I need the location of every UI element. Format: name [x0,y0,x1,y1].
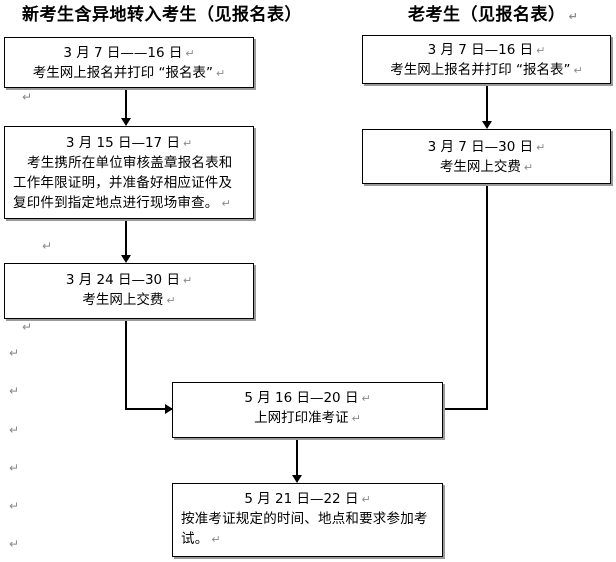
pilcrow-mark: ↵ [536,141,546,154]
pilcrow-mark: ↵ [182,274,193,287]
pilcrow-mark: ↵ [361,493,371,506]
connector-payment-to-print-horizontal [125,408,173,410]
box-print-admission-ticket: 5 月 16 日—20 日↵ 上网打印准考证↵ [172,382,443,438]
pilcrow-mark: ↵ [568,10,579,23]
arrowhead-down-icon [482,121,492,129]
connector-old-payment-to-print-horizontal [442,408,488,410]
box-old-candidate-online-payment-text: 考生网上交费↵ [439,159,534,175]
column-heading-old-candidates: 老考生（见报名表）↵ [408,4,578,26]
arrowhead-down-icon [121,118,131,126]
pilcrow-mark: ↵ [351,412,361,425]
pilcrow-mark: ↵ [22,90,33,104]
pilcrow-mark: ↵ [166,294,176,307]
pilcrow-mark: ↵ [185,47,195,60]
pilcrow-mark: ↵ [9,423,20,437]
arrowhead-down-icon [121,255,131,263]
box-old-candidate-registration-date: 3 月 7 日—16 日↵ [427,42,546,58]
pilcrow-mark: ↵ [361,392,371,405]
box-new-candidate-onsite-review-date: 3 月 15 日—17 日↵ [65,135,193,151]
column-heading-new-candidates: 新考生含异地转入考生（见报名表） [22,5,302,25]
box-new-candidate-onsite-review-text: 考生携所在单位审核盖章报名表和工作年限证明，并准备好相应证件及复印件到指定地点进… [13,155,233,211]
column-heading-old-candidates-text: 老考生（见报名表） [408,5,566,25]
box-new-candidate-registration-text: 考生网上报名并打印 “报名表”↵ [32,65,226,81]
pilcrow-mark: ↵ [22,320,33,334]
connector-payment-to-print-vertical [125,320,127,410]
pilcrow-mark: ↵ [9,461,20,475]
box-new-candidate-registration: 3 月 7 日——16 日↵ 考生网上报名并打印 “报名表”↵ [4,37,254,88]
connector-review-to-payment [125,221,127,259]
pilcrow-mark: ↵ [573,64,583,77]
pilcrow-mark: ↵ [211,533,221,546]
pilcrow-mark: ↵ [523,161,534,174]
box-old-candidate-registration-text: 考生网上报名并打印 “报名表”↵ [390,62,583,78]
box-new-candidate-onsite-review: 3 月 15 日—17 日↵ 考生携所在单位审核盖章报名表和工作年限证明，并准备… [4,126,254,219]
box-new-candidate-registration-date: 3 月 7 日——16 日↵ [63,45,195,61]
box-new-candidate-online-payment-date: 3 月 24 日—30 日↵ [65,272,193,288]
connector-old-register-to-payment [486,86,488,126]
arrowhead-down-icon [292,475,302,483]
connector-new-register-to-review [125,90,127,122]
connector-old-payment-to-print-vertical [486,186,488,410]
box-old-candidate-online-payment-date: 3 月 7 日—30 日↵ [427,139,546,155]
box-new-candidate-online-payment: 3 月 24 日—30 日↵ 考生网上交费↵ [4,263,254,319]
pilcrow-mark: ↵ [42,239,53,253]
pilcrow-mark: ↵ [9,346,20,360]
box-new-candidate-online-payment-text: 考生网上交费↵ [82,292,176,308]
pilcrow-mark: ↵ [9,499,20,513]
box-take-exam-text: 按准考证规定的时间、地点和要求参加考试。↵ [181,511,428,547]
box-take-exam: 5 月 21 日—22 日↵ 按准考证规定的时间、地点和要求参加考试。↵ [172,483,443,557]
pilcrow-mark: ↵ [182,137,193,150]
box-print-admission-ticket-date: 5 月 16 日—20 日↵ [244,390,371,406]
connector-print-to-exam [296,440,298,480]
box-old-candidate-online-payment: 3 月 7 日—30 日↵ 考生网上交费↵ [362,129,611,184]
box-take-exam-date: 5 月 21 日—22 日↵ [244,491,371,507]
box-old-candidate-registration: 3 月 7 日—16 日↵ 考生网上报名并打印 “报名表”↵ [362,35,611,84]
pilcrow-mark: ↵ [9,384,20,398]
pilcrow-mark: ↵ [9,537,20,551]
pilcrow-mark: ↵ [216,67,226,80]
arrowhead-right-icon [165,404,173,414]
pilcrow-mark: ↵ [536,44,546,57]
pilcrow-mark: ↵ [221,197,231,210]
box-print-admission-ticket-text: 上网打印准考证↵ [254,410,361,426]
